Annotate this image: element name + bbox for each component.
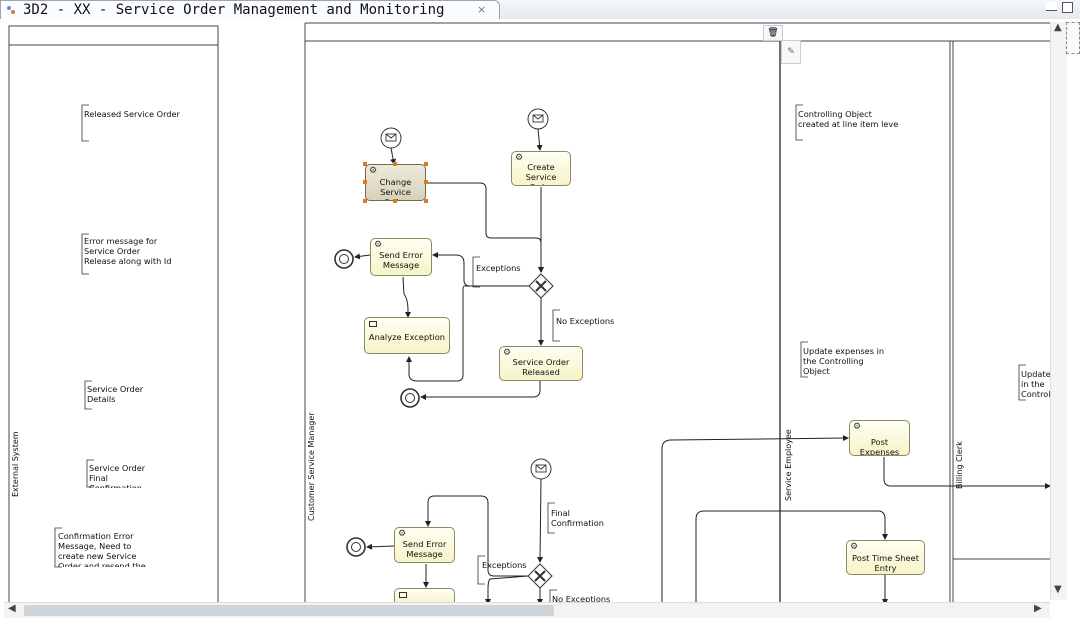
lane-title-customer-service-manager: Customer Service Manager	[307, 412, 316, 521]
service-task-gear-icon: ⚙	[374, 240, 383, 250]
message-start-event-2	[527, 108, 549, 130]
flow-label-no-exceptions-2: No Exceptions	[552, 594, 611, 604]
annotation-update-expenses: Update expenses in the Controlling Objec…	[803, 346, 885, 376]
task-send-error-message-1[interactable]: ⚙ Send Error Message	[370, 238, 432, 276]
service-task-gear-icon: ⚙	[853, 422, 862, 432]
selection-handle[interactable]	[393, 162, 397, 166]
editor-tab[interactable]: 3D2 - XX - Service Order Management and …	[0, 0, 500, 19]
task-label: Send Error Message	[402, 539, 447, 559]
task-change-service-order[interactable]: ⚙ Change Service Order	[365, 164, 426, 201]
bpmn-diagram	[8, 22, 1051, 605]
lane-title-external-system: External System	[11, 431, 20, 497]
selection-handle[interactable]	[424, 180, 428, 184]
annotation-error-message: Error message for Service Order Release …	[84, 236, 172, 266]
task-label: Change Service Order	[379, 177, 412, 200]
selection-handle[interactable]	[363, 199, 367, 203]
task-label: Post Expenses	[859, 437, 900, 456]
annotation-service-order-details: Service Order Details	[87, 384, 144, 404]
diagram-icon	[7, 6, 15, 14]
annotation-confirmation-error-message: Confirmation Error Message, Need to crea…	[58, 531, 146, 567]
selection-handle[interactable]	[363, 162, 367, 166]
flow-label-final-confirmation: Final Confirmation	[551, 508, 604, 528]
service-task-gear-icon: ⚙	[515, 153, 524, 163]
service-task-gear-icon: ⚙	[850, 542, 859, 552]
selection-handle[interactable]	[424, 162, 428, 166]
maximize-icon[interactable]	[1062, 2, 1073, 13]
horizontal-scrollbar[interactable]: ◀ ▶	[4, 602, 1050, 618]
annotation-update-control: Update in the Control	[1021, 369, 1051, 399]
task-label: Analyze Exception	[368, 332, 446, 342]
task-label: Create Service Order	[525, 162, 557, 185]
service-task-gear-icon: ⚙	[398, 529, 407, 539]
selection-handle[interactable]	[393, 199, 397, 203]
task-label: Post Time Sheet Entry	[852, 553, 919, 573]
selection-handle[interactable]	[424, 199, 428, 203]
editor-tab-title: 3D2 - XX - Service Order Management and …	[23, 2, 445, 18]
scroll-down-icon[interactable]: ▼	[1054, 584, 1062, 595]
annotation-released-service-order: Released Service Order	[84, 109, 180, 119]
message-start-event-1	[380, 127, 402, 149]
task-label: Service Order Released	[512, 357, 570, 377]
scroll-left-icon[interactable]: ◀	[8, 603, 16, 614]
task-service-order-released[interactable]: ⚙ Service Order Released	[499, 346, 583, 381]
annotation-service-order-final-confirmation: Service Order Final Confirmation	[89, 463, 146, 488]
horizontal-scroll-thumb[interactable]	[24, 605, 554, 616]
bpmn-editor-canvas[interactable]: External System Customer Service Manager…	[0, 19, 1080, 624]
scroll-up-icon[interactable]: ▲	[1054, 22, 1062, 33]
service-task-gear-icon: ⚙	[369, 166, 378, 176]
task-post-expenses[interactable]: ⚙ Post Expenses	[849, 420, 910, 456]
service-task-gear-icon: ⚙	[503, 348, 512, 358]
selection-handle[interactable]	[363, 180, 367, 184]
flow-label-exceptions-1: Exceptions	[476, 263, 521, 273]
task-send-error-message-2[interactable]: ⚙ Send Error Message	[394, 527, 455, 563]
task-post-time-sheet-entry[interactable]: ⚙ Post Time Sheet Entry	[846, 540, 925, 575]
task-create-service-order[interactable]: ⚙ Create Service Order	[511, 151, 571, 186]
pool-main	[304, 22, 1050, 604]
palette-toggle[interactable]	[1066, 22, 1080, 54]
delete-icon[interactable]: 🗑	[763, 25, 783, 41]
vertical-scrollbar[interactable]: ▲ ▼	[1050, 22, 1067, 600]
close-icon[interactable]: ×	[477, 3, 487, 16]
lane-title-service-employee: Service Employee	[784, 429, 793, 501]
lane-title-billing-clerk: Billing Clerk	[955, 441, 964, 489]
task-analyze-exception[interactable]: Analyze Exception	[364, 317, 450, 354]
user-task-icon	[399, 592, 407, 598]
user-task-icon	[369, 321, 377, 327]
message-start-event-3	[530, 458, 552, 480]
task-label: Send Error Message	[379, 250, 423, 270]
pen-icon[interactable]: ✎	[781, 40, 801, 64]
scroll-right-icon[interactable]: ▶	[1034, 603, 1042, 614]
minimize-icon[interactable]	[1046, 2, 1057, 11]
annotation-controlling-object: Controlling Object created at line item …	[798, 109, 899, 129]
flow-label-no-exceptions-1: No Exceptions	[556, 316, 615, 326]
flow-label-exceptions-2: Exceptions	[482, 560, 527, 570]
editor-tab-bar: 3D2 - XX - Service Order Management and …	[0, 0, 1080, 20]
task-partial-lower[interactable]	[394, 588, 455, 604]
